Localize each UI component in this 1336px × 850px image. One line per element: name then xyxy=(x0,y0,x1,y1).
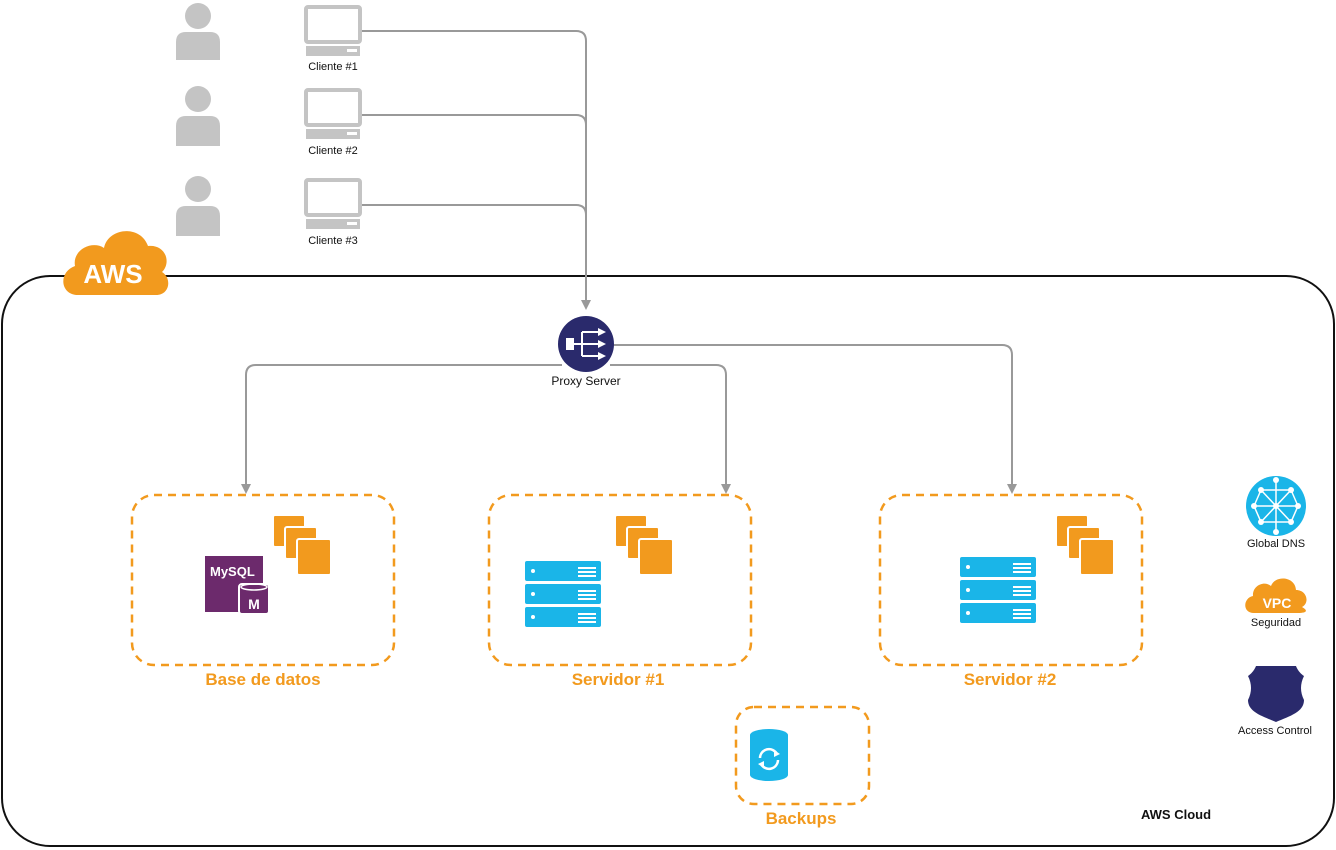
connector-client1-proxy xyxy=(360,30,591,310)
backup-sync-icon xyxy=(750,729,788,781)
client-row-1: Cliente #1 xyxy=(176,3,362,73)
vpc-cloud-icon: VPC xyxy=(1245,578,1307,613)
vpc-service[interactable]: VPC Seguridad xyxy=(1245,578,1307,629)
ec2-instances-icon xyxy=(1055,514,1115,576)
connector-proxy-database xyxy=(241,364,562,494)
desktop-computer-icon[interactable] xyxy=(304,178,362,229)
client-label: Cliente #2 xyxy=(308,145,358,157)
database-group[interactable]: MySQL M Base de datos xyxy=(130,493,396,689)
mysql-database-icon: MySQL M xyxy=(205,556,270,615)
global-dns-icon xyxy=(1246,476,1306,536)
global-dns-service[interactable]: Global DNS xyxy=(1246,476,1306,550)
client-label: Cliente #3 xyxy=(308,235,358,247)
proxy-connectors xyxy=(241,344,1017,494)
aws-logo-icon: AWS xyxy=(63,231,169,295)
mysql-text: MySQL xyxy=(210,564,255,579)
connector-proxy-server1 xyxy=(610,364,731,494)
server1-group[interactable]: Servidor #1 xyxy=(487,493,753,689)
server-rack-icon xyxy=(525,561,601,627)
desktop-computer-icon[interactable] xyxy=(304,88,362,139)
connector-proxy-server2 xyxy=(612,344,1017,494)
global-dns-label: Global DNS xyxy=(1247,538,1305,550)
aws-cloud-label: AWS Cloud xyxy=(1141,807,1211,822)
client-row-3: Cliente #3 xyxy=(176,176,362,247)
access-control-service[interactable]: Access Control xyxy=(1238,666,1312,737)
aws-badge-text: AWS xyxy=(83,259,142,289)
user-icon xyxy=(176,86,220,146)
server2-group[interactable]: Servidor #2 xyxy=(878,493,1144,689)
access-control-label: Access Control xyxy=(1238,725,1312,737)
connector-client3-proxy xyxy=(360,204,587,300)
aws-cloud-boundary xyxy=(1,275,1335,847)
user-icon xyxy=(176,3,220,60)
mysql-badge-text: M xyxy=(248,596,260,612)
server-rack-icon xyxy=(960,557,1036,623)
ec2-instances-icon xyxy=(272,514,332,576)
server1-title: Servidor #1 xyxy=(572,670,665,689)
vpc-label: Seguridad xyxy=(1251,617,1301,629)
client-label: Cliente #1 xyxy=(308,61,358,73)
user-icon xyxy=(176,176,220,236)
shield-icon xyxy=(1248,666,1304,722)
backups-title: Backups xyxy=(766,809,837,828)
backups-group[interactable]: Backups xyxy=(734,705,871,828)
connector-client2-proxy xyxy=(360,114,587,300)
client-connectors xyxy=(360,30,591,310)
proxy-server-node[interactable]: Proxy Server xyxy=(551,316,621,388)
server2-title: Servidor #2 xyxy=(964,670,1057,689)
vpc-badge-text: VPC xyxy=(1263,595,1292,611)
client-row-2: Cliente #2 xyxy=(176,86,362,157)
database-title: Base de datos xyxy=(205,670,320,689)
proxy-label: Proxy Server xyxy=(551,374,620,388)
ec2-instances-icon xyxy=(614,514,674,576)
desktop-computer-icon[interactable] xyxy=(304,5,362,56)
